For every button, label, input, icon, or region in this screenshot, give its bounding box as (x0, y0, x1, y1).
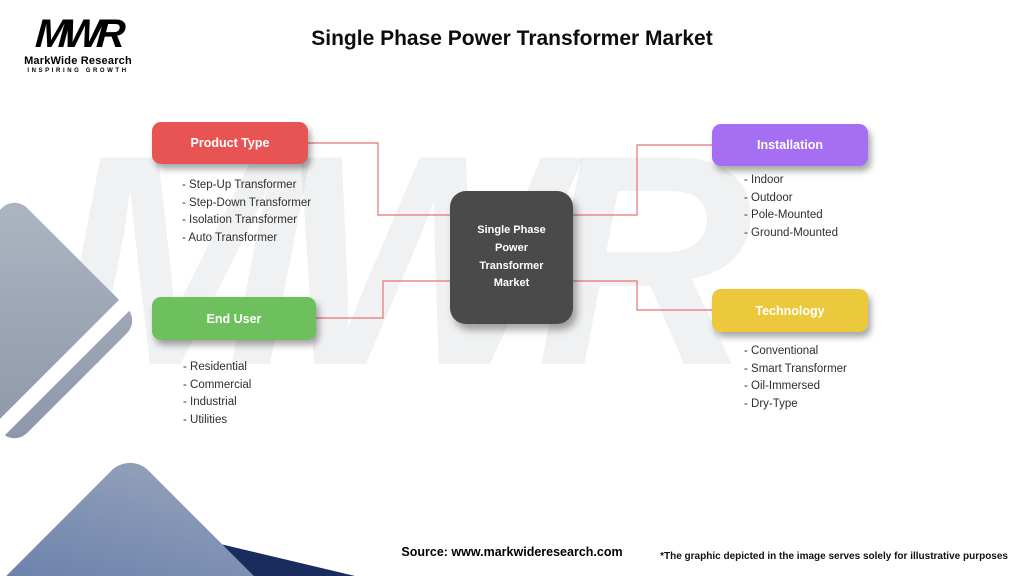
category-box-installation: Installation (712, 124, 868, 166)
list-item: - Smart Transformer (744, 362, 847, 375)
category-box-technology: Technology (712, 289, 868, 332)
category-label-installation: Installation (757, 138, 823, 152)
category-list-end-user: - Residential - Commercial - Industrial … (183, 359, 251, 429)
list-item: - Indoor (744, 174, 784, 186)
list-item: - Pole-Mounted (744, 209, 823, 221)
connector-technology (573, 280, 712, 311)
list-item: - Dry-Type (744, 397, 798, 410)
list-item: - Step-Up Transformer (182, 179, 297, 191)
category-list-product-type: - Step-Up Transformer - Step-Down Transf… (182, 177, 311, 247)
list-item: - Conventional (744, 345, 819, 357)
category-box-product-type: Product Type (152, 122, 308, 164)
list-item: - Ground-Mounted (744, 226, 838, 239)
logo-company-name: MarkWide Research (24, 55, 132, 67)
category-list-installation: - Indoor - Outdoor - Pole-Mounted - Grou… (744, 172, 838, 242)
center-node: Single Phase Power Transformer Market (450, 191, 573, 324)
list-item: - Step-Down Transformer (182, 196, 312, 209)
disclaimer-text: *The graphic depicted in the image serve… (660, 551, 1008, 562)
page-title: Single Phase Power Transformer Market (311, 27, 713, 50)
list-item: - Oil-Immersed (744, 380, 821, 392)
category-label-end-user: End User (206, 311, 262, 326)
list-item: - Auto Transformer (182, 231, 278, 244)
category-label-technology: Technology (755, 303, 825, 318)
category-label-product-type: Product Type (190, 136, 270, 150)
connector-end-user (316, 280, 450, 319)
list-item: - Utilities (183, 413, 228, 426)
source-text: Source: www.markwideresearch.com (401, 545, 623, 559)
connector-product-type (308, 142, 450, 216)
list-item: - Outdoor (744, 191, 793, 204)
list-item: - Commercial (183, 378, 252, 391)
category-list-technology: - Conventional - Smart Transformer - Oil… (744, 343, 847, 413)
list-item: - Residential (183, 361, 247, 373)
list-item: - Industrial (183, 396, 237, 408)
logo-tagline: INSPIRING GROWTH (27, 68, 129, 74)
connector-installation (573, 144, 712, 216)
center-node-label: Single Phase Power Transformer Market (477, 224, 546, 290)
category-box-end-user: End User (152, 297, 316, 340)
markwide-logo: MWR MarkWide Research INSPIRING GROWTH (22, 12, 134, 74)
list-item: - Isolation Transformer (182, 214, 298, 226)
